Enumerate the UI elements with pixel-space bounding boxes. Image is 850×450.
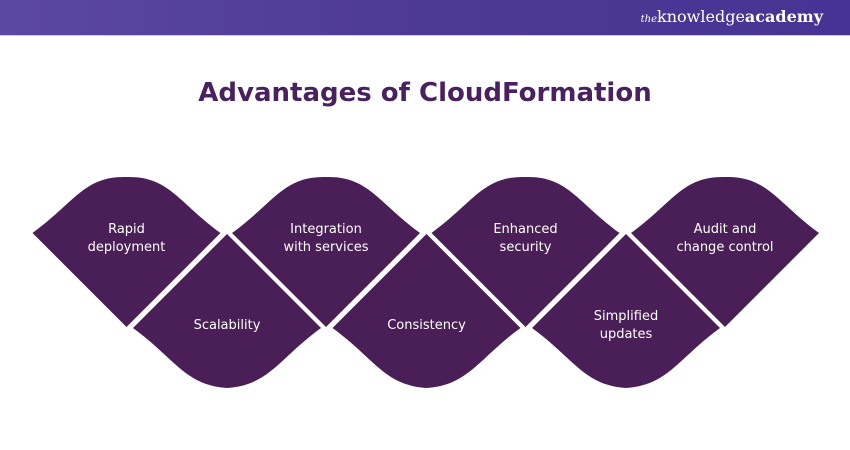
- advantage-label: Rapid deployment: [47, 221, 207, 257]
- brand-logo: theknowledgeacademy: [641, 7, 823, 26]
- advantage-label-line2: change control: [676, 240, 774, 255]
- advantage-shape-bottom: [532, 234, 720, 388]
- advantage-shape-bottom: [133, 234, 321, 388]
- advantage-label-line2: security: [499, 240, 552, 255]
- advantage-label: Integration with services: [246, 221, 406, 257]
- advantage-label: Simplified updates: [546, 308, 706, 344]
- advantage-label: Scalability: [147, 317, 307, 335]
- advantage-shape-top: [431, 176, 620, 327]
- advantage-shape-bottom: [332, 234, 521, 388]
- advantage-label-line2: with services: [283, 240, 369, 255]
- advantage-label-line1: Integration: [290, 222, 362, 237]
- advantage-label-line1: Simplified: [593, 309, 659, 324]
- logo-academy: academy: [744, 7, 823, 26]
- logo-knowledge: knowledge: [657, 7, 745, 26]
- advantage-label: Enhanced security: [446, 221, 606, 257]
- advantage-label-line2: updates: [599, 327, 653, 342]
- advantage-label-line1: Rapid: [108, 222, 145, 237]
- advantage-label-line1: Scalability: [193, 318, 261, 333]
- advantage-label-line2: deployment: [87, 240, 166, 255]
- advantage-label-line1: Consistency: [387, 318, 466, 333]
- advantage-label-line1: Audit and: [693, 222, 757, 237]
- advantage-shape-top: [32, 176, 221, 327]
- advantage-label-line1: Enhanced: [493, 222, 558, 237]
- advantage-shape-top: [631, 176, 819, 327]
- advantage-label: Consistency: [347, 317, 507, 335]
- header-bar: theknowledgeacademy: [0, 0, 850, 36]
- page-title: Advantages of CloudFormation: [198, 78, 652, 108]
- logo-the: the: [640, 14, 658, 25]
- advantage-label: Audit and change control: [645, 221, 805, 257]
- advantage-shape-top: [232, 176, 420, 327]
